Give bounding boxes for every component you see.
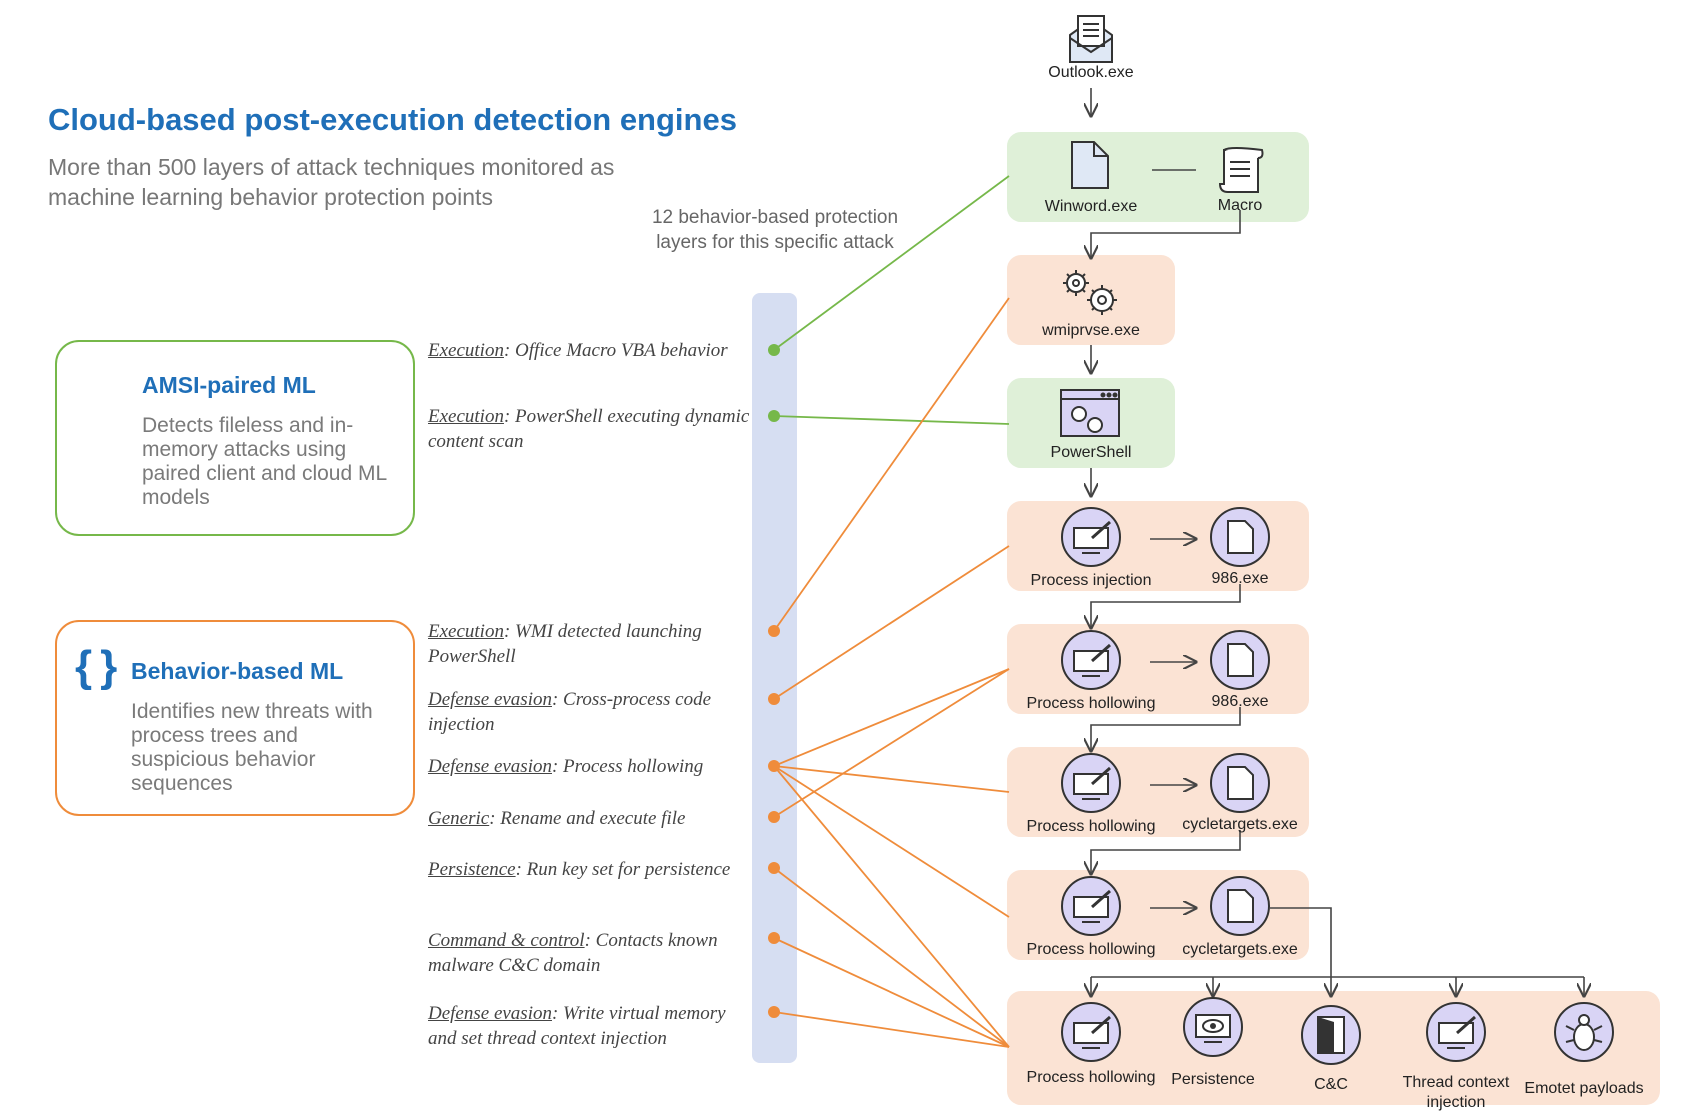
row2-right-label: 986.exe <box>1211 693 1269 710</box>
link-persistence <box>773 867 1010 1048</box>
link-cnc <box>773 937 1010 1048</box>
powershell-window-icon <box>1060 389 1120 437</box>
page-subtitle: More than 500 layers of attack technique… <box>48 154 615 210</box>
layer-dot-9 <box>768 1006 780 1018</box>
layer-label: Execution: WMI detected launching PowerS… <box>428 621 702 667</box>
process-hollowing-icon-row4 <box>1061 876 1121 936</box>
layer-dot-8 <box>768 932 780 944</box>
powershell-label: PowerShell <box>1050 444 1132 461</box>
bug-icon <box>1554 1002 1614 1062</box>
row3-left-label: Process hollowing <box>1026 818 1156 835</box>
protection-layers-caption: 12 behavior-based protection layers for … <box>651 207 899 253</box>
layer-label: Defense evasion: Write virtual memory an… <box>428 1003 726 1049</box>
layer-label: Execution: Office Macro VBA behavior <box>428 340 728 361</box>
file-icon-row1 <box>1210 507 1270 567</box>
layer-label: Execution: PowerShell executing dynamic … <box>428 406 750 452</box>
link-hollow-3 <box>773 765 1010 918</box>
layer-dot-7 <box>768 862 780 874</box>
layer-label: Command & control: Contacts known malwar… <box>428 930 718 976</box>
amsi-panel-title: AMSI-paired ML <box>142 372 316 398</box>
bottom-label-hollowing: Process hollowing <box>1026 1069 1156 1086</box>
gears-icon <box>1063 270 1117 315</box>
scroll-icon <box>1218 147 1264 193</box>
braces-icon: {} <box>75 642 126 691</box>
protection-layers-track <box>752 293 797 1063</box>
arrow-row1-row2 <box>1091 584 1241 628</box>
row1-left-label: Process injection <box>1030 572 1152 589</box>
process-hollowing-icon-row2 <box>1061 630 1121 690</box>
bottom-label-emotet: Emotet payloads <box>1524 1080 1644 1097</box>
bottom-label-thread: Thread context injection <box>1402 1074 1510 1111</box>
layer-dot-6 <box>768 811 780 823</box>
layer-label: Defense evasion: Cross-process code inje… <box>428 689 711 735</box>
link-thread <box>773 1011 1010 1048</box>
layer-label: Generic: Rename and execute file <box>428 808 686 829</box>
amsi-panel-body: Detects fileless and in-memory attacks u… <box>142 414 387 509</box>
behavior-panel-title: Behavior-based ML <box>131 658 344 684</box>
link-wmi <box>773 297 1010 632</box>
macro-label: Macro <box>1217 197 1263 214</box>
branch-row4-bottom <box>1270 907 1332 977</box>
outlook-icon <box>1069 15 1113 63</box>
layer-label: Defense evasion: Process hollowing <box>428 756 704 777</box>
link-macro <box>773 175 1010 351</box>
link-hollow-4 <box>773 765 1010 1048</box>
wmiprvse-label: wmiprvse.exe <box>1042 322 1140 339</box>
layer-dot-2 <box>768 410 780 422</box>
bottom-label-cnc: C&C <box>1314 1076 1348 1093</box>
row2-left-label: Process hollowing <box>1026 695 1156 712</box>
arrow-row2-row3 <box>1091 707 1241 751</box>
arrow-macro-wmiprvse <box>1091 210 1241 258</box>
arrow-row3-row4 <box>1091 830 1241 874</box>
thread-injection-icon <box>1426 1002 1486 1062</box>
process-hollowing-icon-bottom <box>1061 1002 1121 1062</box>
row4-left-label: Process hollowing <box>1026 941 1156 958</box>
row3-right-label: cycletargets.exe <box>1182 816 1298 833</box>
row4-right-label: cycletargets.exe <box>1182 941 1298 958</box>
link-hollow-2 <box>773 765 1010 793</box>
file-icon-row3 <box>1210 753 1270 813</box>
bottom-label-persistence: Persistence <box>1171 1071 1255 1088</box>
process-hollowing-icon-row3 <box>1061 753 1121 813</box>
link-rename <box>773 668 1010 818</box>
link-injection <box>773 545 1010 700</box>
layer-dot-5 <box>768 760 780 772</box>
eye-monitor-icon <box>1183 997 1243 1057</box>
document-icon <box>1071 141 1109 189</box>
process-injection-icon <box>1061 507 1121 567</box>
link-hollow-1 <box>773 668 1010 767</box>
layer-dot-3 <box>768 625 780 637</box>
outlook-label: Outlook.exe <box>1048 64 1134 81</box>
layer-label: Persistence: Run key set for persistence <box>428 859 731 880</box>
door-icon <box>1301 1005 1361 1065</box>
behavior-panel-body: Identifies new threats with process tree… <box>131 700 373 795</box>
page-title: Cloud-based post-execution detection eng… <box>48 102 737 137</box>
behavior-panel: {} Behavior-based ML Identifies new thre… <box>55 620 415 816</box>
row1-right-label: 986.exe <box>1211 570 1269 587</box>
amsi-panel: AMSI-paired ML Detects fileless and in-m… <box>55 340 415 536</box>
layer-dot-1 <box>768 344 780 356</box>
file-icon-row2 <box>1210 630 1270 690</box>
layer-dot-4 <box>768 693 780 705</box>
file-icon-row4 <box>1210 876 1270 936</box>
link-powershell <box>773 415 1010 425</box>
winword-label: Winword.exe <box>1044 198 1138 215</box>
